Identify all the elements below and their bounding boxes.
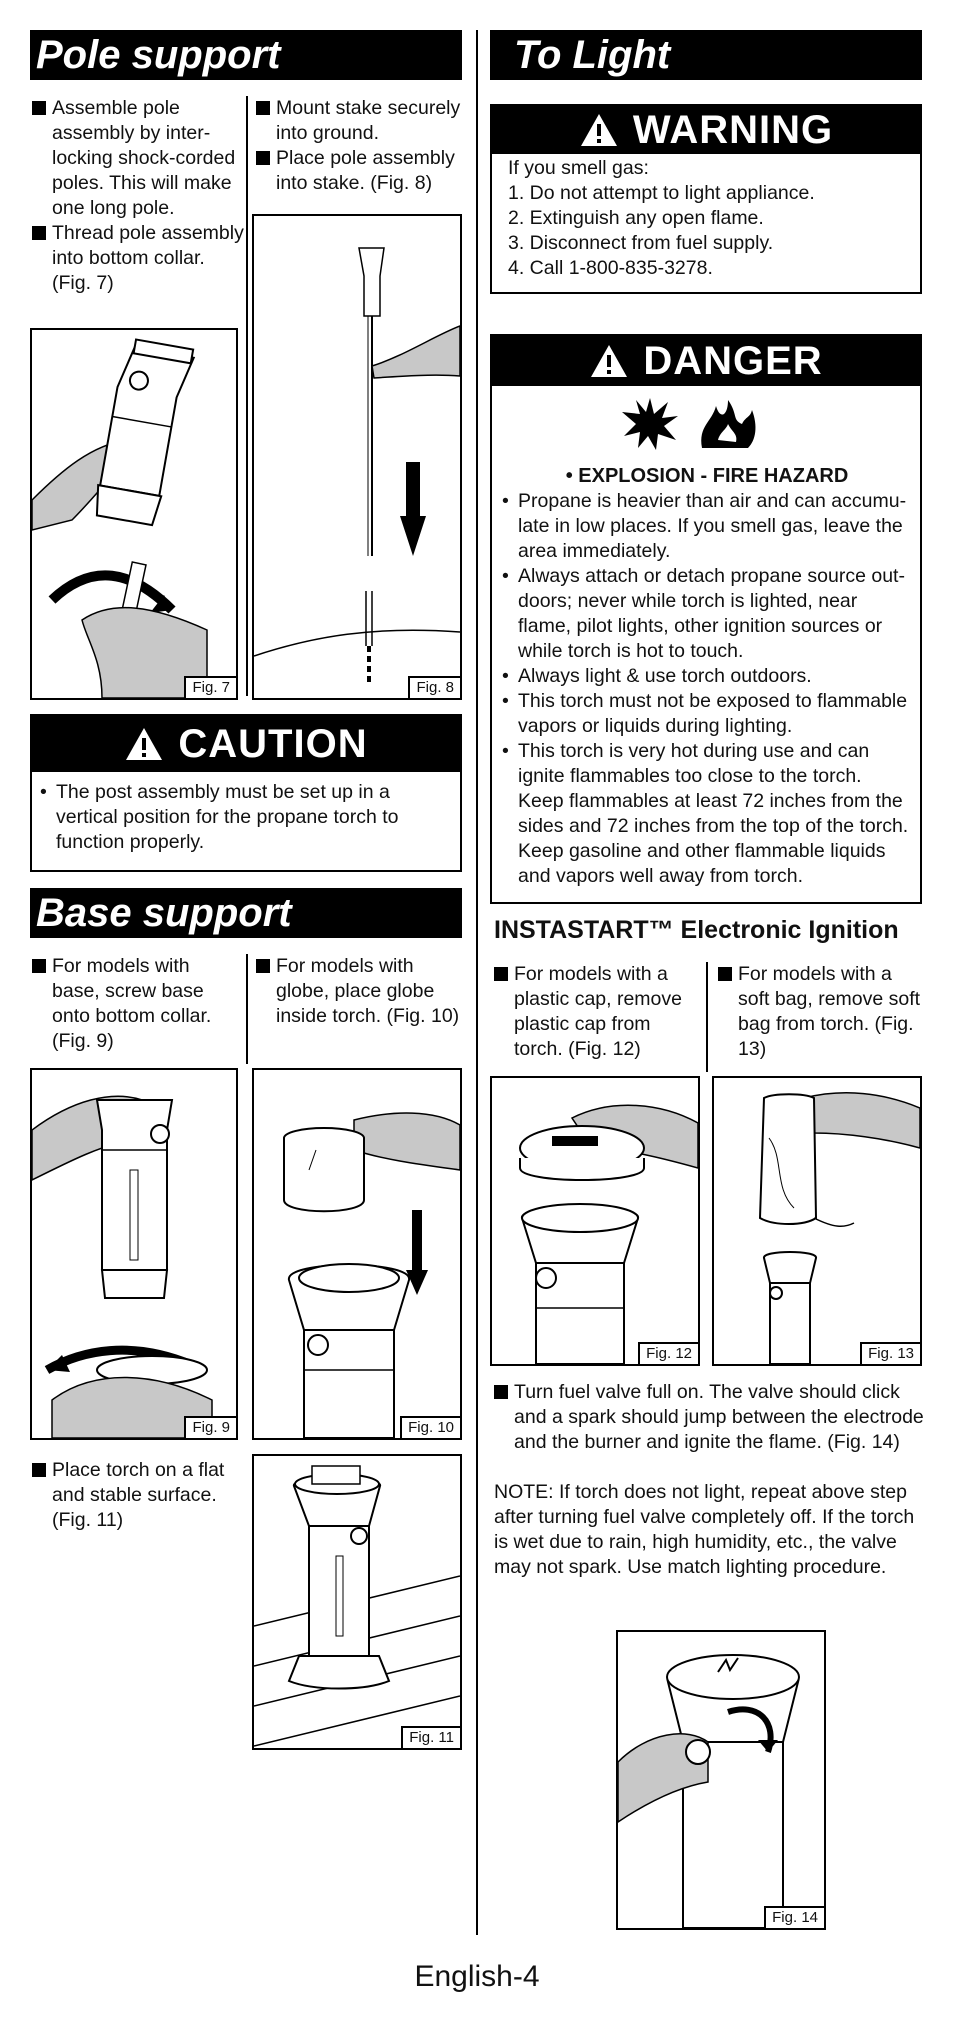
list-item: For models with base, screw base onto bo… [32,954,238,1054]
page-number: English-4 [414,1960,540,1993]
figure-9: Fig. 9 [30,1068,238,1440]
warning-text: If you smell gas: 1. Do not attempt to l… [508,156,908,281]
warning-box: WARNING If you smell gas: 1. Do not atte… [490,104,922,294]
caution-item: The post assembly must be set up in a ve… [40,780,454,855]
warning-step: 1. Do not attempt to light appliance. [508,182,815,204]
danger-item: Always light & use torch outdoors. [502,664,912,689]
base-col-divider [246,954,248,1064]
to-light-header: To Light [490,30,922,80]
danger-text: • EXPLOSION - FIRE HAZARD Propane is hea… [502,464,912,889]
fire-icon [701,400,756,448]
danger-item: Always attach or detach propane source o… [502,564,912,664]
figure-12: Fig. 12 [490,1076,700,1366]
fig-14-label: Fig. 14 [764,1906,824,1928]
caution-header: CAUTION [32,716,460,772]
caution-box: CAUTION The post assembly must be set up… [30,714,462,872]
fig-10-label: Fig. 10 [400,1416,460,1438]
fig-8-label: Fig. 8 [408,676,460,698]
column-divider [476,30,478,1935]
base-support-col1: For models with base, screw base onto bo… [32,954,238,1054]
base-support-col2: For models with globe, place globe insid… [256,954,466,1029]
warning-step: 2. Extinguish any open flame. [508,207,764,229]
instastart-col1: For models with a plastic cap, remove pl… [494,962,700,1062]
plastic-cap-illustration [519,1104,699,1365]
warning-triangle-icon [126,728,163,760]
note-text: NOTE: If torch does not light, repeat ab… [494,1481,915,1578]
caution-title: CAUTION [178,721,368,766]
list-item: Mount stake securely into ground. [256,96,466,146]
figure-8: Fig. 8 [252,214,462,700]
warning-step: 3. Disconnect from fuel supply. [508,232,774,254]
ignite-illustration [617,1654,800,1929]
list-item: Place pole assembly into stake. (Fig. 8) [256,146,466,196]
warning-step: 4. Call 1-800-835-3278. [508,257,713,279]
caution-text: The post assembly must be set up in a ve… [40,780,454,855]
danger-item: Propane is heavier than air and can accu… [502,489,912,564]
list-item: Assemble pole assembly by inter-locking … [32,96,244,221]
warning-header: WARNING [492,106,920,154]
danger-header: DANGER [492,336,920,386]
instastart-title: INSTASTART™ Electronic Ignition [494,916,899,944]
pole-support-col2: Mount stake securely into ground. Place … [256,96,466,196]
warning-intro: If you smell gas: [508,157,649,179]
screw-base-illustration [31,1095,213,1439]
fig-12-label: Fig. 12 [638,1342,698,1364]
instastart-col-divider [706,962,708,1072]
list-item: Thread pole assembly into bottom collar.… [32,221,244,296]
figure-10: Fig. 10 [252,1068,462,1440]
base-support-header: Base support [30,888,462,938]
flat-surface-illustration [253,1465,461,1747]
danger-hazard: • EXPLOSION - FIRE HAZARD [565,465,849,487]
warning-triangle-icon [591,345,628,377]
turn-valve-text: Turn fuel valve full on. The valve shoul… [494,1380,924,1455]
list-item: For models with a soft bag, remove soft … [718,962,924,1062]
soft-bag-illustration [758,1092,921,1365]
globe-illustration [283,1112,461,1439]
pole-col-divider [246,96,248,696]
warning-triangle-icon [580,114,617,146]
place-torch-text: Place torch on a flat and stable surface… [32,1458,238,1533]
pole-support-header: Pole support [30,30,462,80]
instastart-col2: For models with a soft bag, remove soft … [718,962,924,1062]
fig-7-label: Fig. 7 [184,676,236,698]
danger-box: DANGER • EXPLOSION - FIRE HAZARD Propane… [490,334,922,904]
danger-item: This torch is very hot during use and ca… [502,739,912,889]
fig-9-label: Fig. 9 [184,1416,236,1438]
figure-11: Fig. 11 [252,1454,462,1750]
danger-item: This torch must not be exposed to flamma… [502,689,912,739]
explosion-icon [622,398,678,450]
list-item: For models with globe, place globe insid… [256,954,466,1029]
warning-title: WARNING [632,107,834,152]
pole-support-col1: Assemble pole assembly by inter-locking … [32,96,244,296]
figure-7: Fig. 7 [30,328,238,703]
stake-illustration [253,247,461,686]
figure-14: Fig. 14 [616,1630,826,1930]
fig-11-label: Fig. 11 [401,1726,460,1748]
list-item: For models with a plastic cap, remove pl… [494,962,700,1062]
list-item: Turn fuel valve full on. The valve shoul… [494,1380,924,1455]
list-item: Place torch on a flat and stable surface… [32,1458,238,1533]
fig-13-label: Fig. 13 [860,1342,920,1364]
danger-title: DANGER [643,338,823,383]
torch-pole-illustration [31,338,208,703]
figure-13: Fig. 13 [712,1076,922,1366]
